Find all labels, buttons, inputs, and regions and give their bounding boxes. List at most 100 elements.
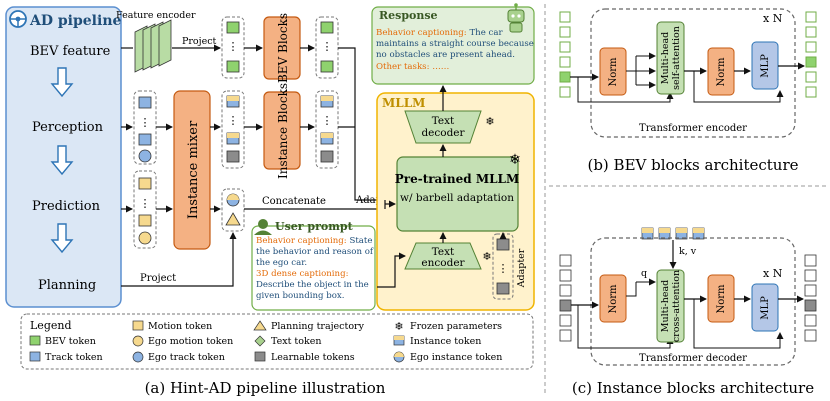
transformer-decoder-label: Transformer decoder <box>639 353 747 364</box>
ellipsis: ⋮ <box>140 197 151 210</box>
connector <box>626 282 637 297</box>
residual-arrow <box>693 299 784 349</box>
inst-attention-label-1: Multi-head <box>660 280 671 332</box>
project-top-label: Project <box>182 36 217 47</box>
pretrained-mllm-label: Pre-trained MLLM <box>395 172 520 186</box>
instance-mixer-label: Instance mixer <box>186 120 201 219</box>
residual-arrow <box>693 71 784 103</box>
stage-perception: Perception <box>32 120 104 135</box>
bev-token <box>226 60 240 73</box>
user-icon <box>254 219 272 235</box>
legend-instance-token: Instance token <box>410 336 481 347</box>
residual-arrow <box>577 77 674 103</box>
stage-bev-feature: BEV feature <box>30 44 111 59</box>
arrow-planning-project <box>121 232 237 287</box>
pipeline-title: AD pipeline <box>29 13 121 29</box>
ellipsis: ⋮ <box>322 114 333 127</box>
inst-cross-attention <box>656 269 685 343</box>
response-line-2: maintains a straight course because <box>376 39 534 49</box>
learnable-token <box>226 150 240 163</box>
stage-prediction: Prediction <box>32 199 101 214</box>
response-other-tasks: Other tasks: …… <box>376 62 449 72</box>
response-panel <box>371 6 535 85</box>
instance-blocks <box>263 91 301 170</box>
feature-encoder-icon <box>134 19 172 73</box>
legend-ego-motion-swatch <box>132 335 144 347</box>
user-prompt-line-6: given bounding box. <box>256 291 344 301</box>
instance-output-group <box>315 90 339 169</box>
user-prompt-line-3: the ego car. <box>256 258 307 268</box>
residual-arrow <box>577 305 674 349</box>
legend-text-swatch <box>254 335 266 347</box>
legend-ego-track-swatch <box>132 351 144 363</box>
user-prompt-line-2: the behavior and reason of <box>256 247 374 257</box>
down-arrow-icon <box>50 67 74 98</box>
bev-self-attention <box>656 21 685 95</box>
connector-bev-to-adapter <box>338 47 385 201</box>
bev-arch-input-tokens <box>559 11 571 98</box>
learnable-token <box>320 150 334 163</box>
bev-attention-label-2: self-attention <box>671 26 682 90</box>
user-prompt-panel <box>251 225 376 311</box>
bev-attention-label-1: Multi-head <box>660 32 671 84</box>
track-token <box>138 133 152 146</box>
text-decoder-label-1: Text <box>432 115 455 127</box>
kv-label: k, v <box>679 246 697 257</box>
inst-mlp <box>751 283 779 332</box>
instance-token <box>226 95 240 108</box>
bev-norm-2-label: Norm <box>716 57 727 87</box>
legend-frozen-icon: ❄ <box>394 320 403 333</box>
inst-norm-1 <box>599 274 627 323</box>
inst-norm-2-label: Norm <box>716 284 727 314</box>
bev-token <box>320 21 334 34</box>
legend-ego-track-token: Ego track token <box>148 352 225 363</box>
inst-repeat-label: x N <box>763 267 783 280</box>
kv-instance-tokens <box>641 227 705 240</box>
ellipsis: ⋮ <box>228 40 239 53</box>
learnable-token <box>496 238 510 251</box>
legend-bev-swatch <box>29 335 41 346</box>
instance-token <box>226 132 240 145</box>
legend-learnable-tokens: Learnable tokens <box>271 352 355 363</box>
pretrained-mllm <box>396 156 519 232</box>
legend-title: Legend <box>30 319 72 332</box>
bev-token <box>226 21 240 34</box>
inst-attention-label-2: cross-attention <box>671 270 682 342</box>
user-prompt-line-5: Describe the object in the <box>256 280 369 290</box>
text-decoder-label-2: decoder <box>421 127 465 139</box>
response-line-1: Behavior captioning: The car <box>376 28 503 38</box>
pipeline-logo-icon <box>9 10 27 28</box>
transformer-encoder-block <box>590 8 796 138</box>
inst-arch-output-tokens <box>804 254 817 342</box>
ellipsis: ⋮ <box>140 116 151 129</box>
transformer-decoder-block <box>590 237 796 366</box>
response-title: Response <box>379 9 438 22</box>
user-prompt-line-1: Behavior captioning: State <box>256 236 372 246</box>
legend-frozen-parameters: Frozen parameters <box>410 321 502 332</box>
inst-arch-input-tokens <box>559 254 572 342</box>
track-token <box>138 96 152 109</box>
stage-flow-arrows <box>50 67 74 254</box>
bev-mlp-label: MLP <box>760 54 771 78</box>
bev-repeat-label: x N <box>763 12 783 25</box>
q-label: q <box>641 268 647 279</box>
user-prompt-line-4: 3D dense captioning: <box>256 269 349 279</box>
ellipsis: ⋮ <box>498 262 509 275</box>
legend-text-token: Text token <box>271 336 321 347</box>
prediction-token-group <box>133 170 157 249</box>
inst-norm-1-label: Norm <box>608 284 619 314</box>
legend-track-swatch <box>29 351 41 362</box>
ellipsis: ⋮ <box>322 40 333 53</box>
legend-instance-swatch <box>393 335 405 346</box>
bev-arch-output-tokens <box>805 11 817 98</box>
legend-motion-swatch <box>132 320 144 331</box>
instance-blocks-label: Instance Blocks <box>276 83 290 179</box>
down-arrow-icon <box>50 223 74 254</box>
down-arrow-icon <box>50 145 74 176</box>
text-encoder-label-1: Text <box>432 246 455 258</box>
caption-a: (a) Hint-AD pipeline illustration <box>145 379 386 397</box>
text-decoder <box>404 110 482 144</box>
legend-planning-swatch <box>253 320 267 331</box>
ego-instance-token <box>226 193 240 207</box>
